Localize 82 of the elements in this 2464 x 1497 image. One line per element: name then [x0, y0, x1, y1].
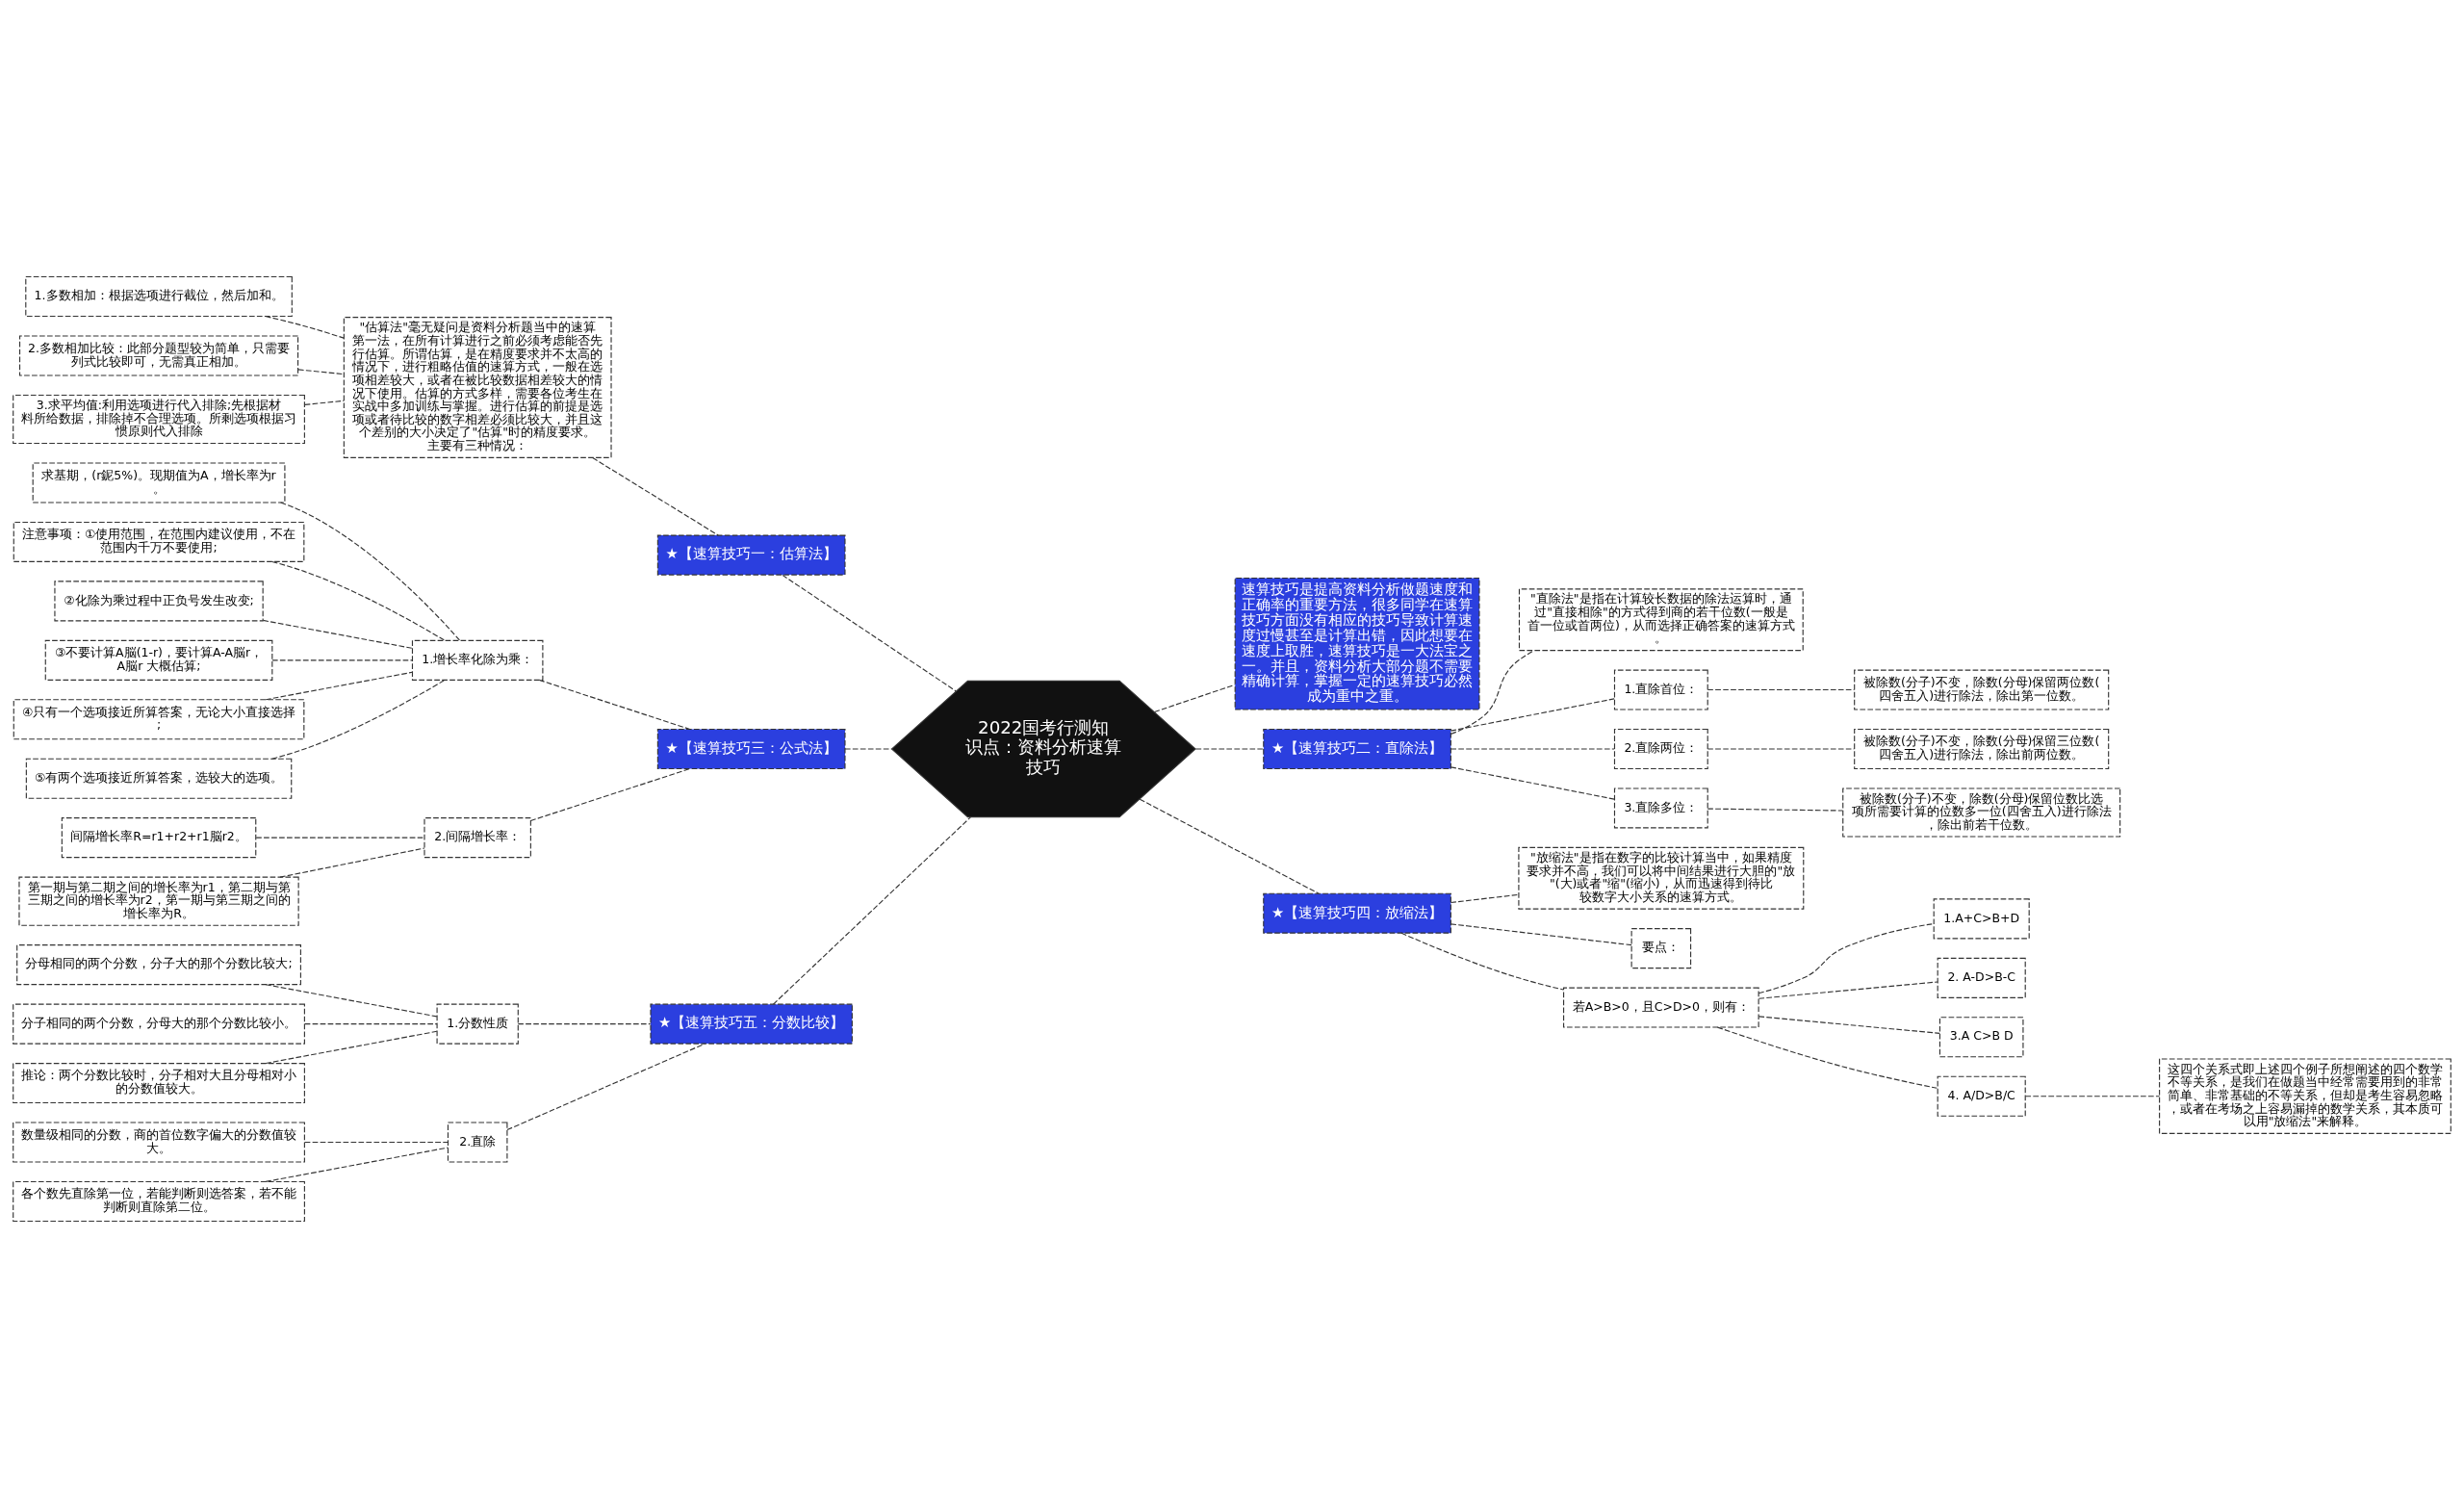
connector [265, 671, 413, 700]
node-box: 速算技巧是提高资料分析做题速度和正确率的重要方法，很多同学在速算技巧方面没有相应的技巧导致计算速度过慢甚至是计算出错，因此想要在速度上取胜，速算技巧是一大法宝之一。并且，资料分析大部分题不需要精确计算，掌握一定的速算技巧必然成为重中之重。 [1234, 577, 1480, 710]
connector [506, 1043, 706, 1130]
node-box: ★【速算技巧二：直除法】 [1263, 728, 1451, 769]
node-box: 4. A/D>B/C [1937, 1075, 2026, 1117]
node-box: 注意事项：①使用范围，在范围内建议使用，不在范围内千万不要使用; [13, 521, 305, 562]
node-box: 被除数(分子)不变，除数(分母)保留三位数(四舍五入)进行除法，除出前两位数。 [1854, 728, 2110, 769]
connector [1758, 1015, 1940, 1034]
node-box: ★【速算技巧一：估算法】 [656, 534, 846, 576]
node-box: 1.直除首位： [1613, 669, 1708, 710]
node-box: 这四个关系式即上述四个例子所想阐述的四个数学不等关系，是我们在做题当中经常需要用到的非常简单、非常基础的不等关系，但却是考生容易忽略，或者在考场之上容易漏掉的数学关系，其本质可以用"放缩法"来解释。 [2159, 1057, 2451, 1134]
connector [1707, 808, 1843, 812]
connector [1450, 893, 1520, 903]
connector [2024, 1095, 2161, 1097]
connector [1139, 798, 1320, 894]
connector [265, 983, 438, 1017]
node-box: 分母相同的两个分数，分子大的那个分数比较大; [16, 943, 301, 985]
node-box: ③不要计算A脳(1-r)，要计算A-A脳r，A脳r 大概估算; [44, 639, 273, 681]
connector [1153, 684, 1236, 712]
node-box: ⑤有两个选项接近所算答案，选较大的选项。 [25, 758, 293, 799]
node-box: 2.多数相加比较：此部分题型较为简单，只需要列式比较即可，无需真正相加。 [18, 334, 299, 376]
node-box: "放缩法"是指在数字的比较计算当中，如果精度要求并不高，我们可以将中间结果进行大胆的"放"(大)或者"缩"(缩小)，从而迅速得到待比较数字大小关系的速算方式。 [1518, 846, 1805, 910]
node-box: 2. A-D>B-C [1937, 957, 2026, 998]
node-box: 3.A C>B D [1938, 1016, 2024, 1057]
node-box: 数量级相同的分数，商的首位数字偏大的分数值较大。 [13, 1121, 305, 1163]
connector [279, 846, 425, 878]
connector [297, 368, 345, 374]
connector [304, 1141, 449, 1143]
node-box: ★【速算技巧四：放缩法】 [1263, 892, 1451, 934]
connector [1707, 688, 1855, 690]
connector [592, 456, 719, 536]
connector [1716, 1026, 1938, 1089]
node-box: 1.多数相加：根据选项进行截位，然后加和。 [25, 275, 293, 317]
connector [1450, 697, 1615, 732]
node-box: 分子相同的两个分数，分母大的那个分数比较小。 [13, 1003, 305, 1045]
node-box: "直除法"是指在计算较长数据的除法运算时，通过"直接相除"的方式得到商的若干位数(一般是首一位或首两位)，从而选择正确答案的速算方式。 [1518, 587, 1804, 651]
connector [1707, 747, 1855, 750]
node-box: 被除数(分子)不变，除数(分母)保留两位数(四舍五入)进行除法，除出第一位数。 [1854, 669, 2110, 710]
connector [265, 315, 345, 339]
connector [271, 658, 413, 660]
node-box: "估算法"毫无疑问是资料分析题当中的速算第一法，在所有计算进行之前必须考虑能否先行估算。所谓估算，是在精度要求并不太高的情况下，进行粗略估值的速算方式，一般在选项相差较大，或者在被比较数据相差较大的情况下使用。估算的方式多样，需要各位考生在实战中多加训练与掌握。进行估算的前提是选项或者待比较的数字相差必须比较大，并且这个差别的大小决定了"估算"时的精度要求。主要有三种情况： [343, 316, 612, 458]
connector [1758, 980, 1938, 999]
node-box: 3.直除多位： [1613, 787, 1708, 828]
node-box: 2.间隔增长率： [424, 816, 531, 858]
node-box: 各个数先直除第一位，若能判断则选答案，若不能判断则直除第二位。 [13, 1180, 305, 1222]
node-box: ②化除为乘过程中正负号发生改变; [54, 580, 264, 621]
node-box: 求基期，(r鈮5%)。现期值为A，增长率为r 。 [32, 461, 286, 503]
connector [1450, 649, 1535, 735]
connector [538, 679, 691, 730]
connector [271, 560, 446, 641]
node-box: 3.求平均值:利用选项进行代入排除;先根据材料所给数据，排除掉不合理选项。所剩选项根据习惯原则代入排除 [13, 394, 305, 444]
connector [1450, 747, 1615, 750]
node-box: 2.直除 [447, 1121, 508, 1163]
connector [772, 815, 971, 1005]
node-box: 1.分数性质 [436, 1003, 519, 1045]
node-box: ④只有一个选项接近所算答案，无论大小直接选择; [13, 698, 305, 739]
node-box: 1.A+C>B+D [1933, 897, 2030, 939]
connector [517, 1022, 652, 1024]
connector [1400, 932, 1564, 991]
node-box: ★【速算技巧五：分数比较】 [650, 1003, 853, 1045]
node-box: 要点： [1630, 927, 1692, 968]
connector [304, 400, 345, 405]
connector [844, 747, 892, 750]
connector [1450, 922, 1632, 945]
connector [1758, 922, 1935, 994]
node-box: 1.增长率化除为乘： [411, 639, 544, 681]
connector [255, 837, 425, 839]
node-box: 若A>B>0，且C>D>0，则有： [1563, 987, 1759, 1028]
node-box: ★【速算技巧三：公式法】 [656, 728, 846, 769]
connector [1450, 765, 1615, 800]
connector [304, 1022, 438, 1024]
connector [1194, 747, 1265, 750]
connector [262, 619, 413, 649]
connector [782, 574, 957, 691]
node-box: 被除数(分子)不变，除数(分母)保留位数比选项所需要计算的位数多一位(四舍五入)进行除法，除出前若干位数。 [1842, 787, 2121, 838]
connector [271, 679, 446, 760]
connector [280, 501, 461, 641]
node-box: 2.直除两位： [1613, 728, 1708, 769]
node-box: 推论：两个分数比较时，分子相对大且分母相对小的分数值较大。 [13, 1062, 305, 1103]
node-box: 间隔增长率R=r1+r2+r1脳r2。 [61, 816, 257, 858]
connector [529, 767, 691, 821]
node-box: 第一期与第二期之间的增长率为r1，第二期与第三期之间的增长率为r2，第一期与第三期之间的增长率为R。 [18, 876, 299, 926]
